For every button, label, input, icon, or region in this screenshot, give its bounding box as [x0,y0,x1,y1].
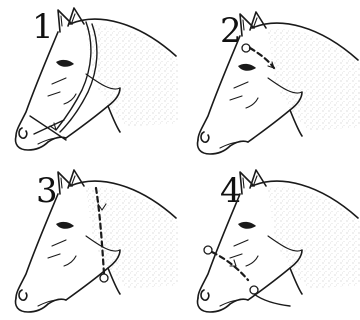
panel-number: 4 [220,171,242,211]
halter-ring [250,286,258,294]
halter-ring [242,44,250,52]
panel-3: 3 [16,170,179,312]
panel-1: 1 [16,7,179,150]
panel-number: 2 [220,11,242,51]
crownpiece-strap [56,22,91,130]
halter-ring [100,274,108,282]
crownpiece-strap [250,48,274,68]
panel-4: 4 [198,170,360,312]
panel-2: 2 [198,11,360,154]
lead-strap [254,294,290,306]
noseband-strap [30,116,66,140]
panel-number: 3 [36,171,58,211]
panel-number: 1 [32,7,54,47]
halter-ring [204,246,212,254]
